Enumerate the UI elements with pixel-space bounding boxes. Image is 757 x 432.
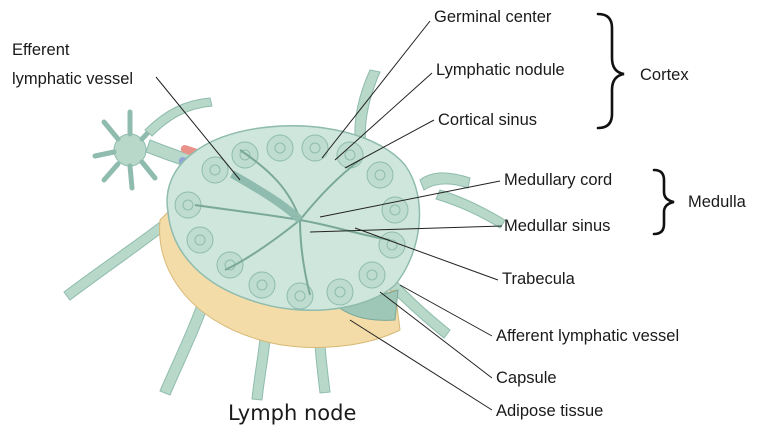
vessel-upper-right [420,173,470,190]
label-afferent-vessel: Afferent lymphatic vessel [496,327,679,345]
label-medullar-sinus: Medullar sinus [504,217,610,235]
vessel-bottom-center [315,345,330,393]
vessel-left [64,222,165,300]
diagram-title: Lymph node [228,401,356,425]
label-medulla: Medulla [688,193,747,211]
vessel-bottom-mid [252,338,270,400]
label-efferent-line2: lymphatic vessel [12,70,133,88]
label-trabecula: Trabecula [502,270,576,288]
vessel-top [355,70,380,146]
vessel-far-right [436,190,505,228]
label-cortical-sinus: Cortical sinus [438,111,537,129]
label-efferent-line1: Efferent [12,41,70,59]
label-medullary-cord: Medullary cord [504,171,612,189]
cortex-brace [598,14,624,128]
medulla-brace [654,170,674,234]
label-capsule: Capsule [496,369,557,387]
label-germinal-center: Germinal center [434,8,552,26]
label-lymphatic-nodule: Lymphatic nodule [436,61,565,79]
label-adipose-tissue: Adipose tissue [496,402,603,420]
label-cortex: Cortex [640,66,689,84]
